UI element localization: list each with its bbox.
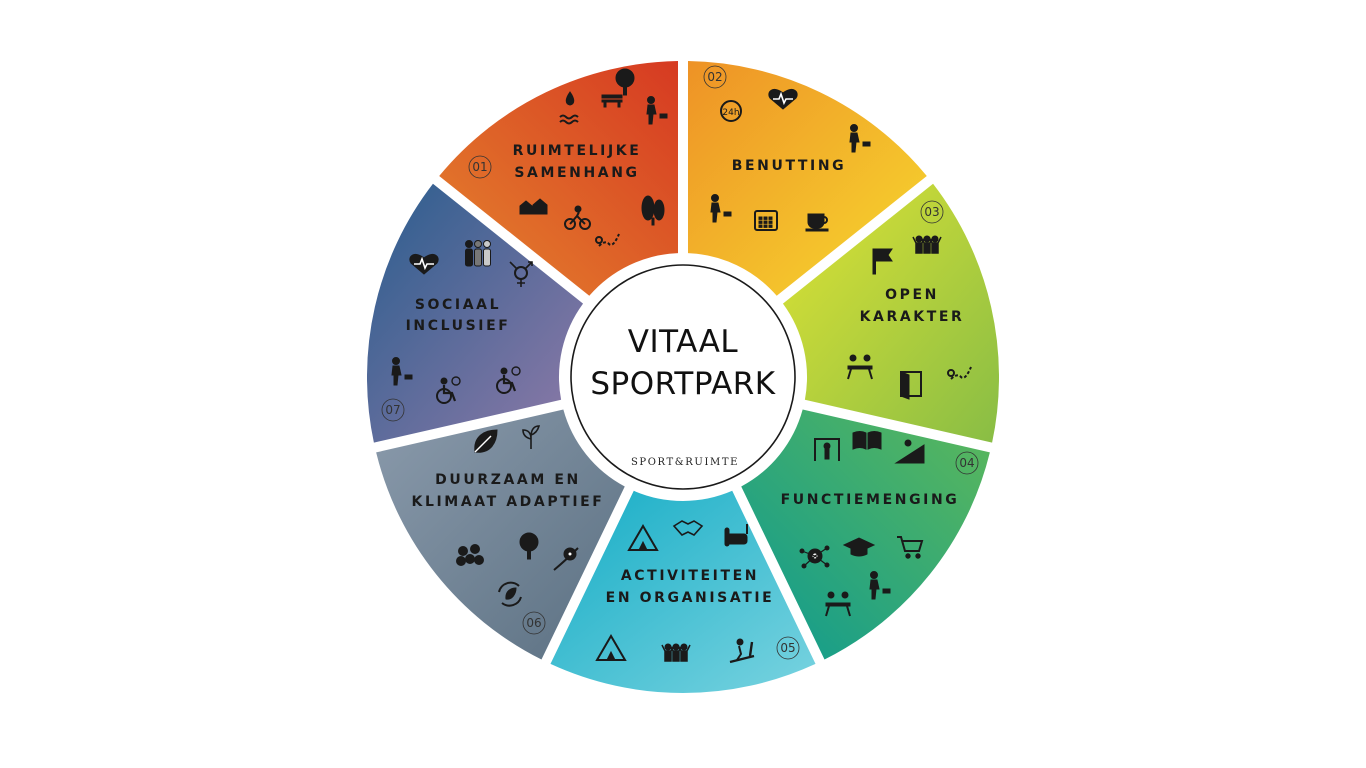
segment-number: 03 (924, 205, 939, 219)
cyclist-icon (564, 205, 591, 230)
gear-network-icon (799, 545, 830, 569)
center-title-line2: SPORTPARK (590, 366, 775, 402)
segment-number-badge: 03 (920, 200, 944, 224)
segment-05: 05 ACTIVITEITEN EN ORGANISATIE (550, 490, 816, 694)
segment-number: 01 (472, 160, 487, 174)
pull-up-icon (814, 438, 840, 461)
poplar-tree-icon (641, 195, 665, 226)
segment-label-line: RUIMTELIJKE (513, 143, 642, 159)
gender-symbol-icon (509, 261, 533, 287)
skateboard-icon (894, 439, 925, 464)
wheelchair-park-icon (436, 376, 461, 404)
waves-icon (559, 114, 579, 125)
segment-06: 06 DUURZAAM EN KLIMAAT ADAPTIEF (376, 409, 625, 660)
center-title-line1: VITAAL (628, 324, 739, 360)
segment-number: 02 (707, 70, 722, 84)
segment-shape (439, 61, 679, 296)
graduation-cap-icon (842, 537, 876, 557)
open-door-icon (900, 371, 922, 400)
segment-label-line: ACTIVITEITEN (621, 568, 759, 584)
tent-icon (627, 524, 659, 551)
plant-sprout-icon (522, 425, 541, 449)
wheelchair-basketball-icon (496, 366, 521, 394)
houses-icon (519, 198, 548, 215)
calendar-icon (754, 210, 778, 231)
segment-number-badge: 01 (468, 155, 492, 179)
leaf-icon (474, 429, 498, 453)
bench-icon (601, 94, 623, 108)
coffee-icon (805, 213, 829, 232)
cheering-people-icon (912, 235, 942, 254)
diverse-people-icon (465, 240, 491, 267)
segment-shape (782, 183, 999, 443)
segment-shape (741, 409, 990, 660)
segment-number-badge: 05 (776, 636, 800, 660)
segment-number-badge: 04 (955, 451, 979, 475)
segment-01: 01 RUIMTELIJKE SAMENHANG (439, 61, 679, 296)
segment-label-line: EN ORGANISATIE (606, 590, 775, 606)
svg-text:24h: 24h (722, 108, 739, 118)
massage-icon (710, 194, 732, 223)
book-icon (852, 431, 882, 450)
segment-label-line: SOCIAAL (415, 297, 501, 313)
striped-heart-icon (409, 253, 439, 275)
segment-shape (376, 409, 625, 660)
segment-label-line: BENUTTING (732, 158, 847, 174)
water-drop-icon (565, 91, 575, 106)
segment-number-badge: 07 (381, 398, 405, 422)
segment-number: 06 (526, 616, 541, 630)
segment-label-line: KARAKTER (860, 309, 965, 325)
child-play-icon (849, 124, 871, 153)
segment-number: 05 (780, 641, 795, 655)
picnic-table-icon (825, 591, 851, 617)
tree-icon (615, 68, 635, 96)
meeting-table-icon (847, 354, 873, 380)
fruit-tree-icon (519, 532, 539, 560)
treadmill-icon (729, 638, 755, 664)
heart-rate-icon (768, 88, 798, 110)
segment-number: 04 (959, 456, 974, 470)
segment-number-badge: 06 (522, 611, 546, 635)
shopping-cart-icon (897, 536, 924, 559)
group-cheer-icon (661, 643, 691, 662)
center-disc: VITAAL SPORTPARK SPORT&RUIMTE (570, 264, 796, 490)
clock-24h-icon: 24h (720, 100, 742, 122)
elderly-walker-icon (391, 357, 413, 386)
flag-icon (872, 248, 893, 275)
forest-camp-icon (595, 634, 627, 661)
blossom-branch-icon (553, 547, 579, 571)
segment-label-line: KLIMAAT ADAPTIEF (412, 494, 605, 510)
segment-label-line: DUURZAAM EN (435, 472, 581, 488)
segment-shape (550, 490, 816, 694)
sport-ruimte-logo: SPORT&RUIMTE (631, 457, 739, 468)
segment-07: 07 SOCIAAL INCLUSIEF (367, 183, 584, 443)
office-worker-icon (869, 571, 891, 600)
segment-label-line: FUNCTIEMENGING (781, 492, 960, 508)
winding-path-icon (947, 366, 972, 380)
segment-number-badge: 02 (703, 65, 727, 89)
recycle-leaf-icon (498, 581, 522, 607)
route-pin-icon (595, 233, 620, 247)
segment-shape (367, 183, 584, 443)
segment-shape (687, 61, 927, 296)
handshake-icon (672, 520, 704, 536)
segment-label-line: OPEN (885, 287, 939, 303)
segment-label-line: INCLUSIEF (406, 318, 511, 334)
dog-walker-icon (646, 96, 668, 125)
lounge-chair-icon (724, 524, 748, 547)
segment-number: 07 (385, 403, 400, 417)
segment-label-line: SAMENHANG (514, 165, 639, 181)
flower-bush-icon (456, 544, 484, 566)
